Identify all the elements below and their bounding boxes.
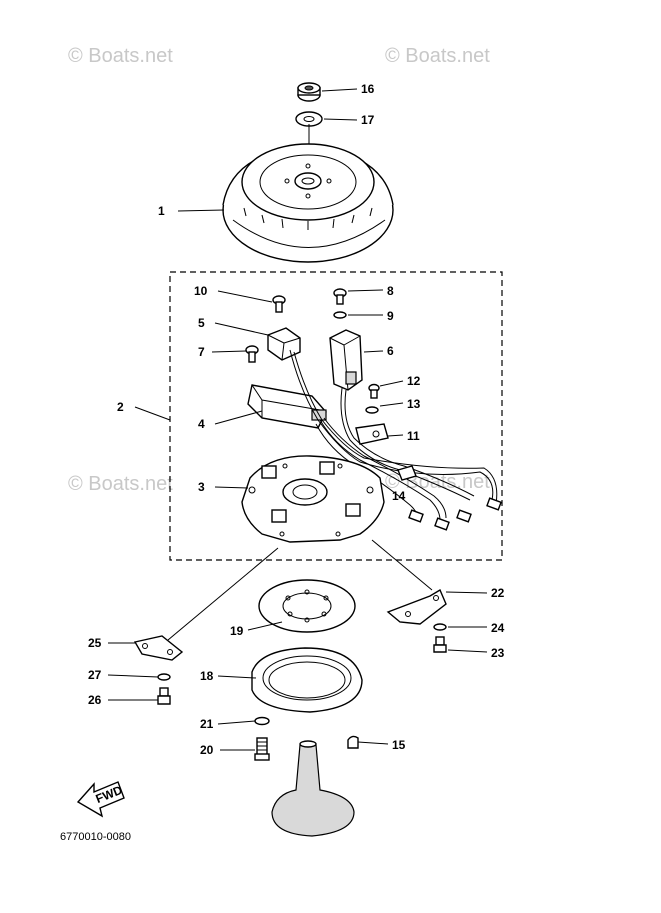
watermark: © Boats.net <box>68 45 173 67</box>
label-27: 27 <box>88 668 102 682</box>
part-25-bracket <box>133 635 184 661</box>
label-19: 19 <box>230 624 244 638</box>
label-8: 8 <box>387 284 394 298</box>
assembly-box-2 <box>169 271 503 561</box>
label-11: 11 <box>407 429 420 443</box>
fwd-arrow: FWD <box>76 781 125 818</box>
label-24: 24 <box>491 621 505 635</box>
part-12-screw <box>368 383 380 399</box>
label-5: 5 <box>198 316 205 330</box>
label-15: 15 <box>392 738 406 752</box>
label-3: 3 <box>198 480 205 494</box>
part-5-connector <box>267 327 301 361</box>
part-15-key <box>347 735 359 749</box>
label-7: 7 <box>198 345 205 359</box>
part-17-washer <box>295 111 323 127</box>
wire-harness <box>289 349 498 521</box>
part-13-washer <box>365 406 379 414</box>
part-9-washer <box>333 311 347 319</box>
leader-lines <box>107 88 488 751</box>
watermark: © Boats.net <box>68 473 173 495</box>
part-27-washer <box>157 673 171 681</box>
label-4: 4 <box>198 417 205 431</box>
part-labels: 16 17 1 10 5 7 4 8 9 6 12 13 11 2 3 14 2… <box>88 82 505 757</box>
label-18: 18 <box>200 669 214 683</box>
label-6: 6 <box>387 344 394 358</box>
label-9: 9 <box>387 309 394 323</box>
label-25: 25 <box>88 636 102 650</box>
part-26-bolt <box>157 687 171 705</box>
label-20: 20 <box>200 743 214 757</box>
label-2: 2 <box>117 400 124 414</box>
part-16-nut <box>297 82 321 102</box>
part-11-clamp <box>355 423 389 445</box>
label-21: 21 <box>200 717 214 731</box>
part-6-unit <box>329 329 363 391</box>
label-14: 14 <box>392 489 406 503</box>
part-23-bolt <box>433 636 447 653</box>
part-18-ring <box>251 647 363 713</box>
part-3-stator-base <box>241 455 385 543</box>
part-14-clip <box>397 465 417 481</box>
label-17: 17 <box>361 113 375 127</box>
part-1-flywheel <box>222 143 394 263</box>
wire-terminals <box>408 497 502 531</box>
crankshaft <box>271 740 355 837</box>
label-26: 26 <box>88 693 102 707</box>
label-22: 22 <box>491 586 505 600</box>
label-13: 13 <box>407 397 421 411</box>
part-22-bracket <box>386 588 447 625</box>
watermark: © Boats.net <box>385 45 490 67</box>
part-10-screw <box>272 295 286 313</box>
label-23: 23 <box>491 646 505 660</box>
label-16: 16 <box>361 82 375 96</box>
part-21-washer <box>254 716 270 726</box>
part-8-screw <box>333 288 347 305</box>
part-19-plate <box>258 579 356 633</box>
label-1: 1 <box>158 204 165 218</box>
part-20-bolt <box>254 737 270 761</box>
diagram-code: 6770010-0080 <box>60 831 131 843</box>
label-12: 12 <box>407 374 421 388</box>
label-10: 10 <box>194 284 208 298</box>
part-24-washer <box>433 623 447 631</box>
part-7-screw <box>245 345 259 363</box>
